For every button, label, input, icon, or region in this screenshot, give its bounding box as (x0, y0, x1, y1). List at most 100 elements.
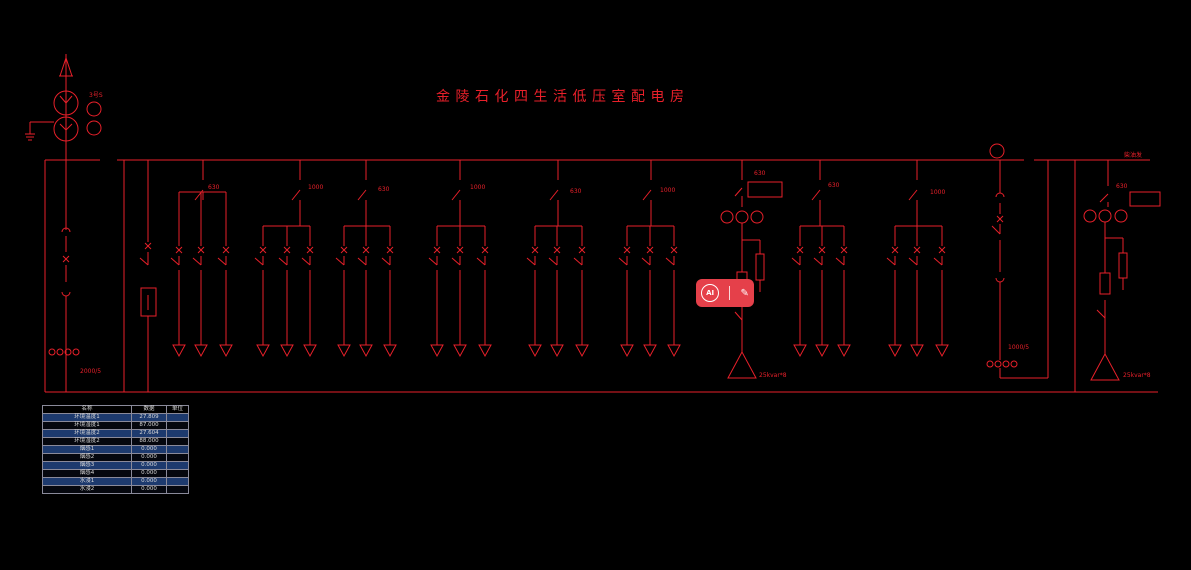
load-arrow (219, 344, 233, 358)
cell-value: 0.000 (131, 453, 167, 462)
breaker-x (796, 246, 804, 254)
cell-value: 27.809 (131, 413, 167, 422)
breaker-x (283, 246, 291, 254)
breaker-x (578, 246, 586, 254)
cell-value: 0.000 (131, 477, 167, 486)
diagram-line (526, 257, 536, 266)
cell-value: 0.000 (131, 469, 167, 478)
header-name: 名称 (42, 405, 132, 414)
diagram-line (886, 257, 896, 266)
cell-unit (166, 413, 189, 422)
ct-icon (735, 210, 749, 224)
disconnect-arc (995, 277, 1005, 283)
cell-unit (166, 477, 189, 486)
controller-box (747, 181, 783, 198)
breaker-x (144, 242, 152, 250)
cell-name: 烟感2 (42, 453, 132, 462)
diagram-line (811, 189, 821, 201)
cell-name: 烟感1 (42, 445, 132, 454)
magic-pen-icon[interactable]: ✎ (740, 287, 749, 299)
cell-name: 环境温度1 (42, 413, 132, 422)
diagram-line (734, 311, 743, 321)
diagram-line (451, 257, 461, 266)
cell-unit (166, 485, 189, 494)
cell-value: 0.000 (131, 445, 167, 454)
diagram-line (278, 257, 288, 266)
breaker-x (481, 246, 489, 254)
breaker-x (340, 246, 348, 254)
breaker-x (623, 246, 631, 254)
load-arrow (620, 344, 634, 358)
diagram-line (65, 95, 73, 104)
cell-name: 水浸1 (42, 477, 132, 486)
breaker-x (456, 246, 464, 254)
breaker-x (670, 246, 678, 254)
ct-icon (64, 348, 72, 356)
diagram-line (573, 257, 583, 266)
transformer-label: 3号S (89, 92, 103, 99)
ct-ratio-label-2: 1000/5 (1008, 344, 1030, 351)
ct-icon (720, 210, 734, 224)
ct-icon (48, 348, 56, 356)
load-arrow (256, 344, 270, 358)
load-arrow (837, 344, 851, 358)
generator-label: 柴油发 (1124, 152, 1143, 159)
controller-box (1129, 191, 1161, 207)
breaker-x (362, 246, 370, 254)
ai-icon[interactable]: AI (701, 284, 720, 302)
breaker-x (996, 215, 1004, 223)
diagram-line (217, 257, 227, 266)
diagram-line (991, 225, 1001, 235)
diagram-line (170, 257, 180, 266)
page-title: 金陵石化四生活低压室配电房 (436, 89, 690, 105)
ct-icon (1083, 209, 1097, 223)
cell-value: 87.000 (131, 421, 167, 430)
table-header-row: 名称 数据 单位 (42, 405, 189, 414)
cell-name: 环境湿度2 (42, 437, 132, 446)
feeder-rating-label: 630 (828, 182, 840, 189)
diagram-line (254, 257, 264, 266)
load-arrow (550, 344, 564, 358)
feeder-rating-label: 630 (1116, 183, 1128, 190)
disconnect-arc (61, 227, 71, 233)
diagram-line (192, 257, 202, 266)
breaker-x (938, 246, 946, 254)
cell-value: 88.000 (131, 437, 167, 446)
diagram-line (476, 257, 486, 266)
breaker-x (62, 255, 70, 263)
cell-unit (166, 429, 189, 438)
cell-name: 环境温度2 (42, 429, 132, 438)
load-arrow (194, 344, 208, 358)
disconnect-arc (995, 192, 1005, 198)
diagram-line (908, 257, 918, 266)
ct-icon (1098, 209, 1112, 223)
diagram-line (357, 189, 367, 201)
cell-unit (166, 445, 189, 454)
load-arrow (910, 344, 924, 358)
breaker-x (433, 246, 441, 254)
diagram-line (641, 257, 651, 266)
cell-unit (166, 461, 189, 470)
transformer-winding (53, 116, 79, 142)
breaker-x (891, 246, 899, 254)
breaker-x (553, 246, 561, 254)
feeder-rating-label: 630 (208, 184, 220, 191)
ct-icon (750, 210, 764, 224)
cell-unit (166, 421, 189, 430)
diagram-line (451, 189, 461, 201)
ct-icon (56, 348, 64, 356)
breaker-x (175, 246, 183, 254)
cell-value: 27.604 (131, 429, 167, 438)
diagram-line (813, 257, 823, 266)
fuse-icon (1099, 272, 1111, 295)
diagram-line (65, 123, 73, 131)
ai-assistant-badge[interactable]: AI ✎ (696, 279, 754, 307)
ct-icon (1114, 209, 1128, 223)
load-arrow (793, 344, 807, 358)
feeder-rating-label: 1000 (660, 187, 676, 194)
